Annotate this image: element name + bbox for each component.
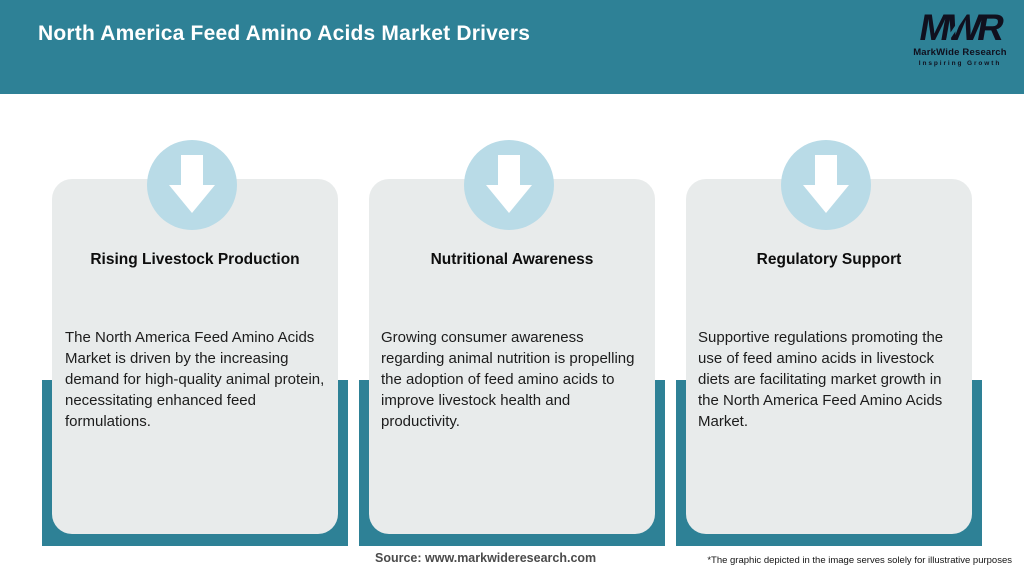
page-title: North America Feed Amino Acids Market Dr… [38,22,531,45]
arrow-circle-badge [781,140,871,230]
footer-source: Source: www.markwideresearch.com [375,551,597,565]
logo-tagline: Inspiring Growth [918,59,1002,67]
mwr-monogram-icon: MWR [916,7,1004,48]
markwide-logo: MWR MarkWide Research Inspiring Growth [908,7,1012,67]
driver-card [52,179,338,534]
down-arrow-icon [486,155,532,213]
down-arrow-icon [803,155,849,213]
driver-card [369,179,655,534]
card-body-text: Supportive regulations promoting the use… [698,329,944,430]
header-bar: North America Feed Amino Acids Market Dr… [0,0,1024,94]
arrow-circle-badge [147,140,237,230]
footer-disclaimer: *The graphic depicted in the image serve… [707,555,1012,566]
driver-card [686,179,972,534]
card-body-text: Growing consumer awareness regarding ani… [381,329,635,430]
card-title: Nutritional Awareness [430,251,594,268]
card-title: Regulatory Support [756,251,902,268]
card-body-text: The North America Feed Amino Acids Marke… [65,329,325,430]
card-title: Rising Livestock Production [90,251,300,268]
arrow-circle-badge [464,140,554,230]
logo-name: MarkWide Research [913,47,1007,58]
down-arrow-icon [169,155,215,213]
